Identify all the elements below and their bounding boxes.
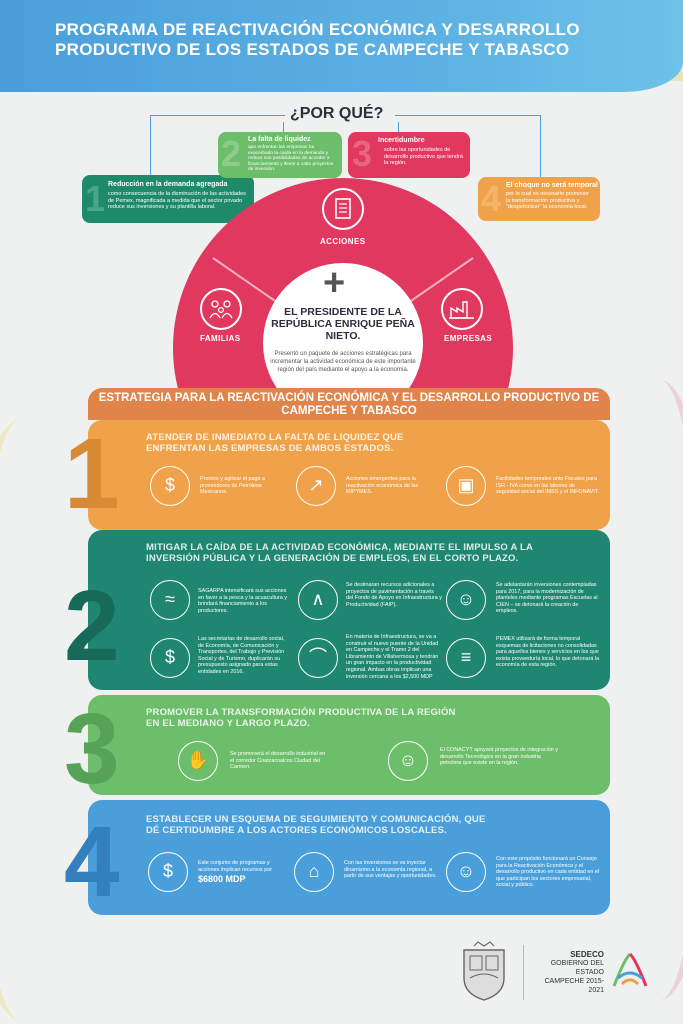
section-title: ESTABLECER UN ESQUEMA DE SEGUIMIENTO Y C… — [146, 814, 486, 836]
section-item: Se destinaran recursos adicionales a pro… — [346, 582, 442, 608]
connector-line — [395, 115, 540, 116]
section-title: ATENDER DE INMEDIATO LA FALTA DE LIQUIDE… — [146, 432, 404, 454]
acciones-label: ACCIONES — [320, 237, 366, 246]
road-icon: ∧ — [298, 580, 338, 620]
strategy-title: ESTRATEGIA PARA LA REACTIVACIÓN ECONÓMIC… — [98, 392, 600, 417]
fish-icon: ≈ — [150, 580, 190, 620]
section-title: MITIGAR LA CAÍDA DE LA ACTIVIDAD ECONÓMI… — [146, 542, 533, 564]
section-number: 4 — [64, 806, 120, 918]
reason-card: 4 El choque no será temporal por lo cual… — [478, 177, 600, 221]
reason-number: 4 — [481, 178, 502, 219]
handshake-icon: ✋ — [178, 741, 218, 781]
reason-description: sobre las oportunidades de desarrollo pr… — [384, 147, 463, 166]
section-number: 2 — [64, 570, 120, 682]
section-title: PROMOVER LA TRANSFORMACIÓN PRODUCTIVA DE… — [146, 707, 456, 729]
reason-number: 2 — [221, 133, 242, 174]
reason-card: 3 Incertidumbre sobre las oportunidades … — [348, 132, 470, 178]
factory-icon — [441, 288, 483, 330]
connector-line — [150, 115, 151, 175]
section-item: Con las inversiones se va inyectar dinam… — [344, 860, 437, 880]
connector-line — [398, 122, 399, 132]
worker-icon: ☺ — [446, 580, 486, 620]
section-item: Se promoverá el desarrollo industrial en… — [230, 751, 326, 771]
hand-coins-icon: $ — [150, 466, 190, 506]
header-banner — [0, 0, 683, 92]
bridge-icon: ⌒ — [298, 638, 338, 678]
section-number: 3 — [64, 693, 120, 805]
footer-divider — [523, 945, 524, 1000]
reason-title: Incertidumbre — [378, 137, 425, 144]
section-item: Prontos y agilizar el pago a proveedores… — [200, 476, 266, 496]
why-heading: ¿POR QUÉ? — [290, 105, 384, 122]
connector-line — [540, 115, 541, 177]
sedeco-logo-icon — [610, 950, 650, 990]
strategy-banner — [88, 388, 610, 420]
president-title: EL PRESIDENTE DE LA REPÚBLICA ENRIQUE PE… — [271, 306, 415, 342]
investment-amount: $6800 MDP — [198, 874, 284, 885]
strategy-section-1: 1 ATENDER DE INMEDIATO LA FALTA DE LIQUI… — [64, 420, 610, 530]
money-bag-icon: $ — [148, 852, 188, 892]
connector-line — [283, 122, 284, 132]
reason-title: La falta de liquidez — [248, 136, 311, 143]
empresas-label: EMPRESAS — [444, 334, 493, 343]
document-icon: ≡ — [446, 638, 486, 678]
org-name: SEDECO — [570, 950, 604, 959]
coins-icon: $ — [150, 638, 190, 678]
page-title: PROGRAMA DE REACTIVACIÓN ECONÓMICA Y DES… — [55, 20, 580, 59]
section-item: En materia de Infraestructura, se va a c… — [346, 634, 439, 680]
government-period: CAMPECHE 2015-2021 — [544, 978, 604, 994]
strategy-section-3: 3 PROMOVER LA TRANSFORMACIÓN PRODUCTIVA … — [64, 695, 610, 799]
government-label: GOBIERNO DEL ESTADO — [550, 960, 604, 976]
document-icon — [322, 188, 364, 230]
reason-card: 2 La falta de liquidez que enfrentan las… — [218, 132, 342, 178]
money-box-icon: ▣ — [446, 466, 486, 506]
reason-description: como consecuencia de la disminución de l… — [108, 191, 246, 210]
section-item: PEMEX utilizará de forma temporal esquem… — [496, 636, 600, 669]
reason-title: El choque no será temporal — [506, 182, 598, 189]
engineer-icon: ☺ — [388, 741, 428, 781]
strategy-section-2: 2 MITIGAR LA CAÍDA DE LA ACTIVIDAD ECONÓ… — [64, 530, 610, 690]
decorative-swoosh — [600, 380, 683, 1000]
section-item: Este conjunto de programas y acciones im… — [198, 860, 273, 873]
section-item: Las secretarías de desarrollo social, de… — [198, 636, 285, 675]
reason-description: que enfrentan las empresas ha exacerbado… — [248, 145, 334, 173]
reason-number: 1 — [85, 178, 106, 219]
family-icon — [200, 288, 242, 330]
reason-title: Reducción en la demanda agregada — [108, 181, 228, 188]
factory-icon: ⌂ — [294, 852, 334, 892]
reason-number: 3 — [352, 133, 373, 174]
reason-card: 1 Reducción en la demanda agregada como … — [82, 175, 254, 223]
reason-description: por lo cual es necesario promover la tra… — [506, 191, 589, 210]
familias-label: FAMILIAS — [200, 334, 241, 343]
section-item: Facilidades temporales ante Fiscales par… — [496, 476, 599, 496]
section-item: Con este propósito funcionará un Consejo… — [496, 856, 600, 889]
strategy-section-4: 4 ESTABLECER UN ESQUEMA DE SEGUIMIENTO Y… — [64, 800, 610, 915]
growth-chart-icon: ↗ — [296, 466, 336, 506]
section-item: SAGARPA intensificará sus acciones en fa… — [198, 588, 287, 614]
section-item: Acciones emergentes para la reactivación… — [346, 476, 419, 496]
section-item: El CONACYT apoyará proyectos de integrac… — [440, 747, 558, 767]
investment-amount-value: $6800 MDP — [198, 874, 246, 884]
president-description: Presentó un paquete de acciones estratég… — [270, 351, 416, 373]
section-number: 1 — [64, 418, 120, 530]
state-coat-of-arms — [458, 940, 510, 1002]
connector-line — [150, 115, 285, 116]
people-group-icon: ☺ — [446, 852, 486, 892]
footer-text: SEDECO GOBIERNO DEL ESTADO CAMPECHE 2015… — [530, 950, 604, 995]
plus-icon: + — [323, 262, 346, 304]
section-item: Se adelantarán inversiones contempladas … — [496, 582, 598, 615]
